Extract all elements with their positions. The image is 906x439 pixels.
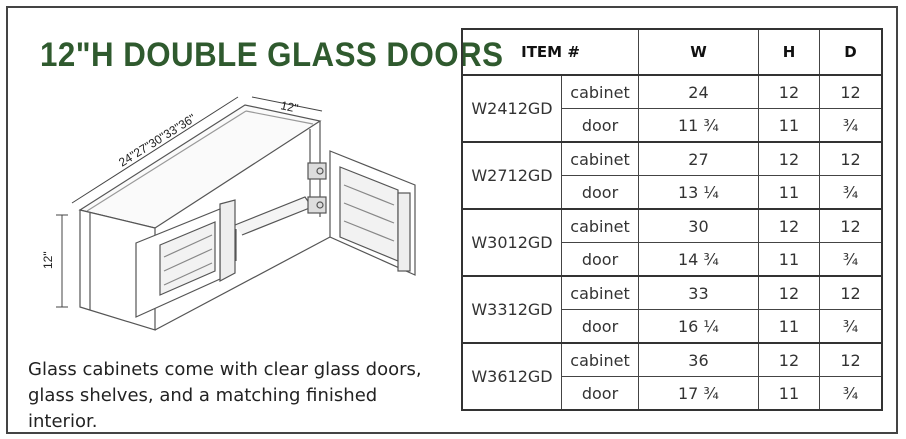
part-label: door — [561, 309, 639, 344]
height-value: 11 — [757, 376, 821, 411]
specifications-table: ITEM # W H D W2412GD cabinet 24 12 12 do… — [461, 28, 883, 411]
table-row: W3012GD cabinet 30 12 12 — [461, 208, 883, 277]
width-value: 16 ¼ — [638, 309, 759, 344]
depth-value: 12 — [819, 275, 883, 310]
width-value: 30 — [638, 208, 759, 243]
height-value: 12 — [757, 141, 821, 176]
depth-value: 12 — [819, 208, 883, 243]
height-column-header: H — [757, 28, 821, 76]
item-column-header: ITEM # — [461, 28, 639, 76]
page-title: 12"H DOUBLE GLASS DOORS — [40, 36, 504, 74]
part-label: door — [561, 376, 639, 411]
part-label: door — [561, 108, 639, 143]
depth-value: 12 — [819, 141, 883, 176]
table-header-row: ITEM # W H D — [461, 28, 883, 76]
table-row: W2712GD cabinet 27 12 12 — [461, 141, 883, 210]
table-row: W2412GD cabinet 24 12 12 — [461, 74, 883, 143]
table-row: W3612GD cabinet 36 12 12 — [461, 342, 883, 411]
width-value: 11 ¾ — [638, 108, 759, 143]
part-label: door — [561, 242, 639, 277]
table-row: door 11 ¾ 11 ¾ — [462, 108, 883, 143]
depth-value: ¾ — [819, 175, 883, 210]
table-row: door 13 ¼ 11 ¾ — [462, 175, 883, 210]
width-column-header: W — [638, 28, 759, 76]
height-value: 11 — [757, 108, 821, 143]
height-value: 12 — [757, 275, 821, 310]
item-number: W3312GD — [461, 275, 562, 344]
part-label: cabinet — [561, 141, 639, 176]
height-value: 11 — [757, 242, 821, 277]
width-value: 13 ¼ — [638, 175, 759, 210]
height-value: 12 — [757, 342, 821, 377]
depth-dimension-label: 12" — [279, 98, 299, 115]
width-value: 14 ¾ — [638, 242, 759, 277]
table-row: door 16 ¼ 11 ¾ — [462, 309, 883, 344]
cabinet-drawing: 24"27"30"33"36" 12" 12" — [41, 96, 416, 331]
height-value: 11 — [757, 309, 821, 344]
depth-value: ¾ — [819, 242, 883, 277]
width-value: 27 — [638, 141, 759, 176]
item-number: W2412GD — [461, 74, 562, 143]
depth-value: 12 — [819, 342, 883, 377]
width-value: 17 ¾ — [638, 376, 759, 411]
item-number: W3012GD — [461, 208, 562, 277]
height-dimension-label: 12" — [41, 251, 55, 269]
part-label: door — [561, 175, 639, 210]
part-label: cabinet — [561, 342, 639, 377]
table-row: door 17 ¾ 11 ¾ — [462, 376, 883, 411]
depth-value: 12 — [819, 74, 883, 109]
width-value: 36 — [638, 342, 759, 377]
item-number: W2712GD — [461, 141, 562, 210]
table-row: W3312GD cabinet 33 12 12 — [461, 275, 883, 344]
height-value: 12 — [757, 208, 821, 243]
depth-column-header: D — [819, 28, 883, 76]
part-label: cabinet — [561, 275, 639, 310]
depth-value: ¾ — [819, 309, 883, 344]
description-text: Glass cabinets come with clear glass doo… — [28, 359, 422, 432]
width-value: 33 — [638, 275, 759, 310]
part-label: cabinet — [561, 208, 639, 243]
height-value: 12 — [757, 74, 821, 109]
item-number: W3612GD — [461, 342, 562, 411]
table-row: door 14 ¾ 11 ¾ — [462, 242, 883, 277]
part-label: cabinet — [561, 74, 639, 109]
depth-value: ¾ — [819, 376, 883, 411]
height-value: 11 — [757, 175, 821, 210]
depth-value: ¾ — [819, 108, 883, 143]
width-value: 24 — [638, 74, 759, 109]
